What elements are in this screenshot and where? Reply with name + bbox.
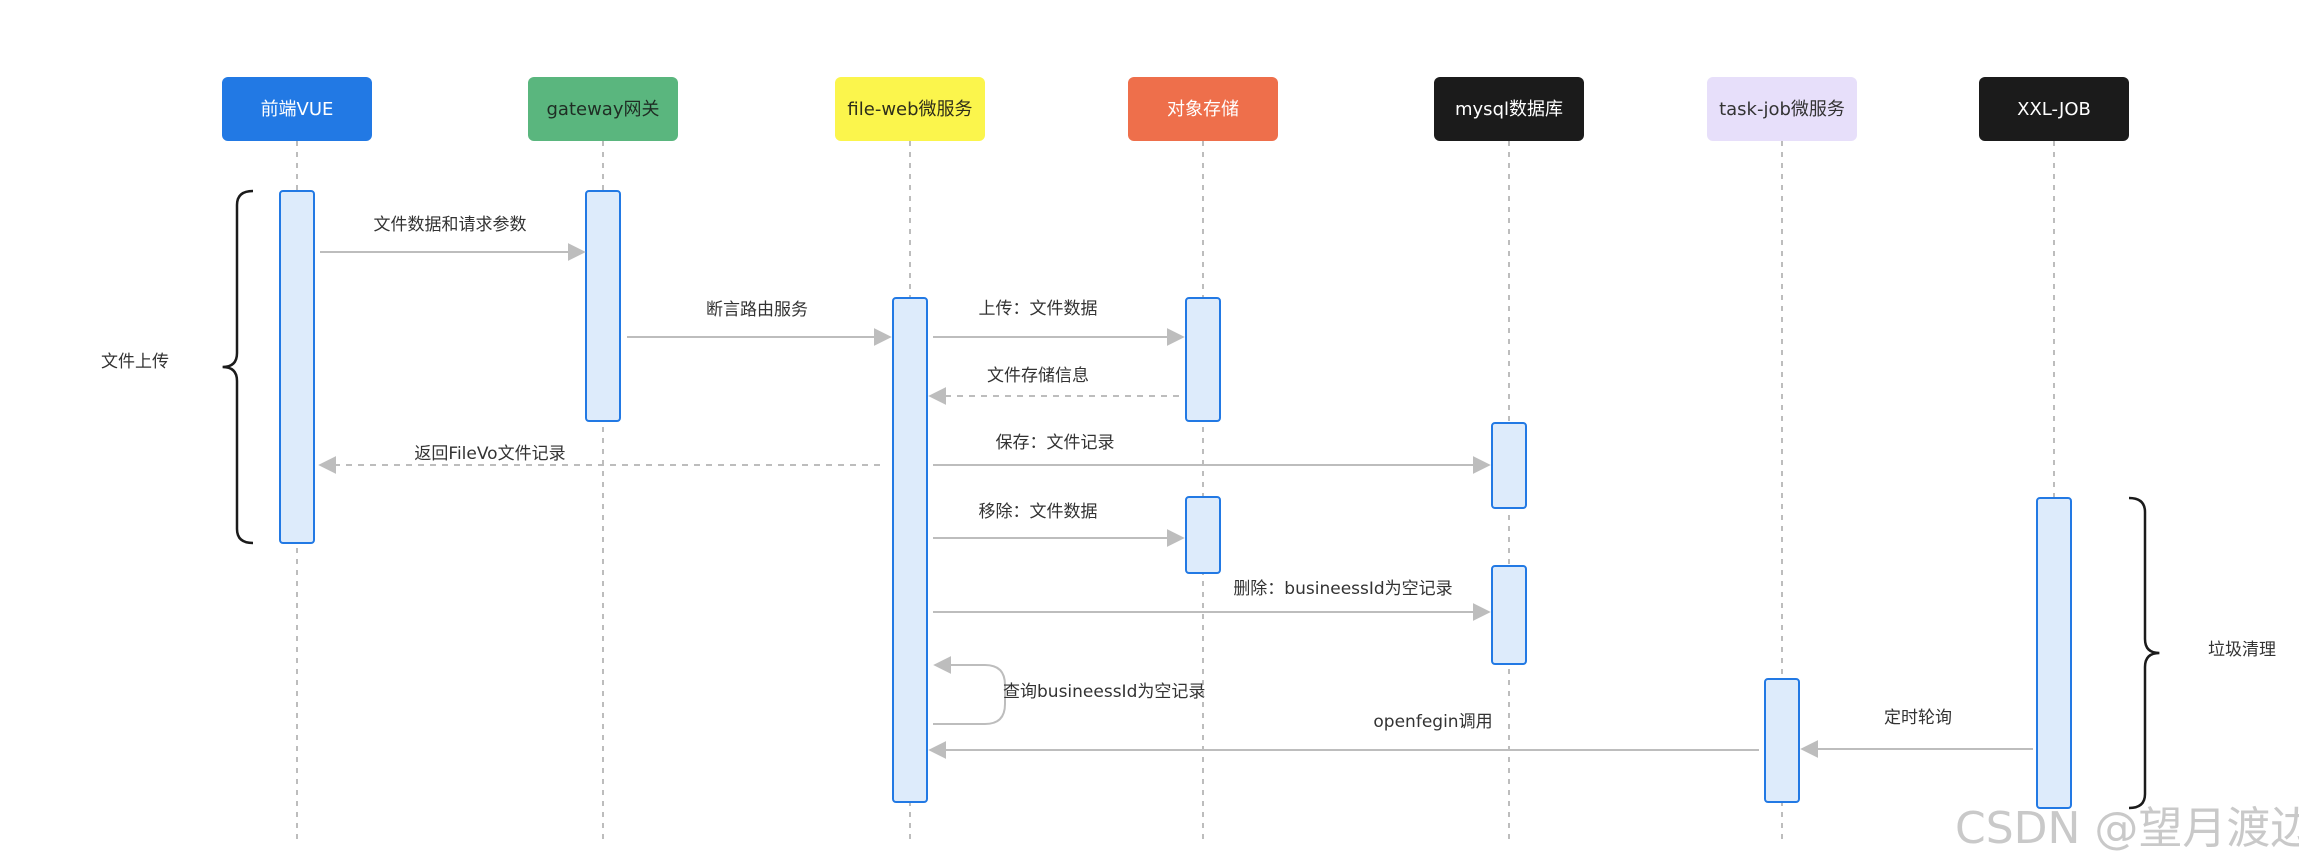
- participant-box: [1128, 77, 1278, 141]
- activation-bar-fileweb: [892, 297, 928, 803]
- message-label: 返回FileVo文件记录: [414, 444, 565, 464]
- participant-label: 前端VUE: [261, 99, 334, 120]
- message-label: 查询busineessId为空记录: [1003, 682, 1205, 702]
- self-message-arrow: [933, 656, 1006, 725]
- participant-taskjob: task-job微服务: [1707, 77, 1857, 141]
- participant-oss: 对象存储: [1128, 77, 1278, 141]
- participant-box: [1979, 77, 2129, 141]
- activation-bar-taskjob: [1764, 678, 1800, 803]
- group-left: 文件上传: [101, 189, 254, 545]
- message-label: 定时轮询: [1884, 708, 1952, 728]
- message-2: 断言路由服务: [627, 300, 892, 346]
- message-7: 移除：文件数据: [933, 502, 1185, 547]
- message-9: 查询busineessId为空记录: [933, 656, 1205, 725]
- participant-label: task-job微服务: [1719, 99, 1845, 120]
- message-5: 返回FileVo文件记录: [318, 444, 880, 474]
- participants: 前端VUE gateway网关 file-web微服务 对象存储 mysql数据库 tas…: [222, 77, 2129, 141]
- participant-label: gateway网关: [547, 99, 660, 120]
- message-label: 删除：busineessId为空记录: [1233, 579, 1452, 599]
- group-label: 文件上传: [101, 352, 169, 372]
- message-3: 上传：文件数据: [933, 299, 1185, 346]
- activation-bar-mysql: [1491, 422, 1527, 509]
- group-right: 垃圾清理: [2128, 496, 2276, 810]
- participant-label: file-web微服务: [847, 99, 972, 120]
- participant-mysql: mysql数据库: [1434, 77, 1584, 141]
- message-label: 文件存储信息: [987, 366, 1089, 386]
- activation-bar-frontend: [279, 190, 315, 544]
- group-label: 垃圾清理: [2208, 640, 2276, 660]
- participant-gateway: gateway网关: [528, 77, 678, 141]
- watermark: CSDN @望月渡边: [1955, 803, 2299, 854]
- activation-bar-oss: [1185, 496, 1221, 574]
- participant-box: [1434, 77, 1584, 141]
- participant-label: mysql数据库: [1455, 99, 1563, 120]
- participant-xxljob: XXL-JOB: [1979, 77, 2129, 141]
- message-label: openfegin调用: [1373, 712, 1492, 732]
- message-label: 上传：文件数据: [979, 299, 1098, 319]
- message-10: 定时轮询: [1800, 708, 2033, 758]
- message-label: 移除：文件数据: [979, 502, 1098, 522]
- message-label: 保存：文件记录: [996, 433, 1115, 453]
- message-11: openfegin调用: [928, 712, 1759, 759]
- group-brace: [2128, 496, 2160, 810]
- message-8: 删除：busineessId为空记录: [933, 579, 1491, 621]
- participant-fileweb: file-web微服务: [835, 77, 985, 141]
- group-brace: [222, 189, 254, 545]
- message-label: 文件数据和请求参数: [374, 215, 527, 235]
- activation-bar-mysql: [1491, 565, 1527, 665]
- activation-bar-gateway: [585, 190, 621, 422]
- activation-bar-oss: [1185, 297, 1221, 422]
- participant-label: 对象存储: [1167, 99, 1239, 120]
- participant-box: [222, 77, 372, 141]
- participant-label: XXL-JOB: [2017, 99, 2091, 120]
- message-label: 断言路由服务: [706, 300, 808, 320]
- activation-bar-xxljob: [2036, 497, 2072, 809]
- activation-bars: [279, 190, 2072, 809]
- message-6: 保存：文件记录: [933, 433, 1491, 474]
- participant-box: [1707, 77, 1857, 141]
- message-4: 文件存储信息: [928, 366, 1179, 405]
- participant-frontend: 前端VUE: [222, 77, 372, 141]
- participant-box: [835, 77, 985, 141]
- message-1: 文件数据和请求参数: [320, 215, 586, 261]
- participant-box: [528, 77, 678, 141]
